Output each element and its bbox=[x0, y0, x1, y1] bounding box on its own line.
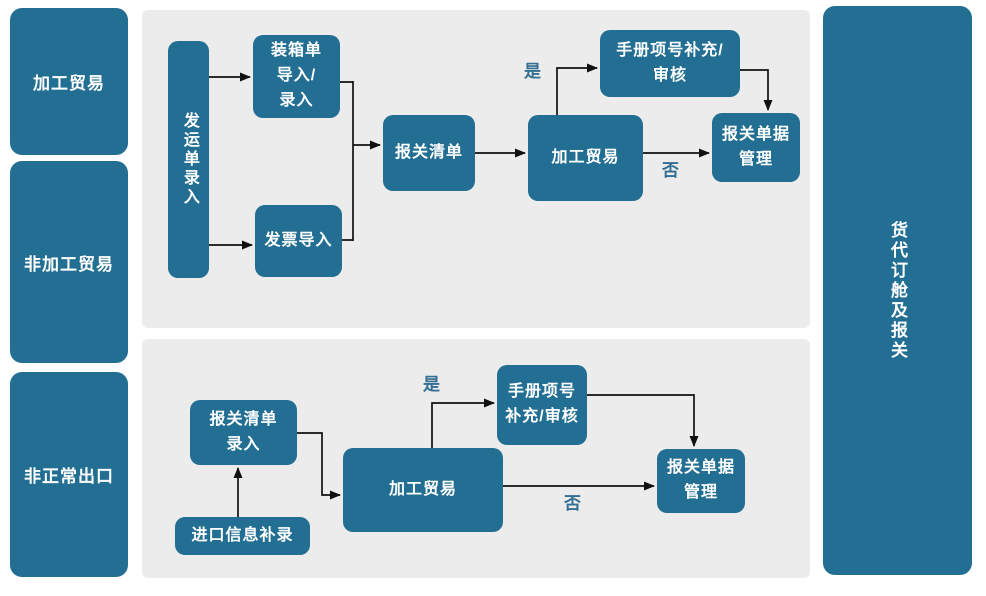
node-processing-trade-top: 加工贸易 bbox=[528, 115, 643, 201]
node-label: 报关清单 bbox=[394, 143, 463, 161]
node-label: 手册项号 补充/审核 bbox=[505, 383, 579, 425]
node-label: 报关单据 管理 bbox=[721, 125, 790, 168]
node-label: 报关清单 录入 bbox=[209, 410, 278, 453]
node-label: 报关单据 管理 bbox=[666, 459, 735, 501]
node-packing-list-import: 装箱单 导入/ 录入 bbox=[253, 35, 340, 118]
edge-label-no-bottom: 否 bbox=[564, 494, 581, 513]
node-label: 装箱单 导入/ 录入 bbox=[270, 42, 322, 109]
lane-non-processing-trade: 非加工贸易 bbox=[10, 161, 128, 363]
lane-processing-trade: 加工贸易 bbox=[10, 8, 128, 155]
node-label: 发运单录入 bbox=[180, 112, 198, 207]
node-declaration-list-top: 报关清单 bbox=[383, 115, 475, 191]
node-declaration-docs-mgmt-top: 报关单据 管理 bbox=[712, 113, 800, 182]
lane-freight-booking-customs: 货代订舱及报关 bbox=[823, 6, 972, 575]
edge-label-yes-top: 是 bbox=[524, 62, 541, 81]
node-label: 加工贸易 bbox=[388, 480, 457, 498]
lane-abnormal-export: 非正常出口 bbox=[10, 372, 128, 577]
node-declaration-list-entry: 报关清单 录入 bbox=[190, 400, 297, 465]
node-import-info-supplement: 进口信息补录 bbox=[175, 517, 310, 555]
node-invoice-import: 发票导入 bbox=[255, 205, 342, 277]
node-manual-item-supplement-top: 手册项号补充/ 审核 bbox=[600, 30, 740, 97]
node-label: 手册项号补充/ 审核 bbox=[616, 41, 724, 84]
lane-label: 货代订舱及报关 bbox=[888, 220, 907, 361]
lane-label: 加工贸易 bbox=[33, 74, 105, 93]
node-manual-item-supplement-bottom: 手册项号 补充/审核 bbox=[497, 365, 587, 445]
edge-label-yes-bottom: 是 bbox=[423, 375, 440, 394]
node-label: 加工贸易 bbox=[551, 148, 620, 166]
node-label: 进口信息补录 bbox=[191, 526, 294, 544]
node-declaration-docs-mgmt-bottom: 报关单据 管理 bbox=[657, 449, 745, 513]
node-label: 发票导入 bbox=[264, 231, 333, 249]
lane-label: 非正常出口 bbox=[24, 467, 114, 486]
node-shipping-order-entry: 发运单录入 bbox=[168, 41, 209, 278]
node-processing-trade-bottom: 加工贸易 bbox=[343, 448, 503, 532]
lane-label: 非加工贸易 bbox=[24, 254, 114, 274]
edge-label-no-top: 否 bbox=[662, 161, 679, 180]
